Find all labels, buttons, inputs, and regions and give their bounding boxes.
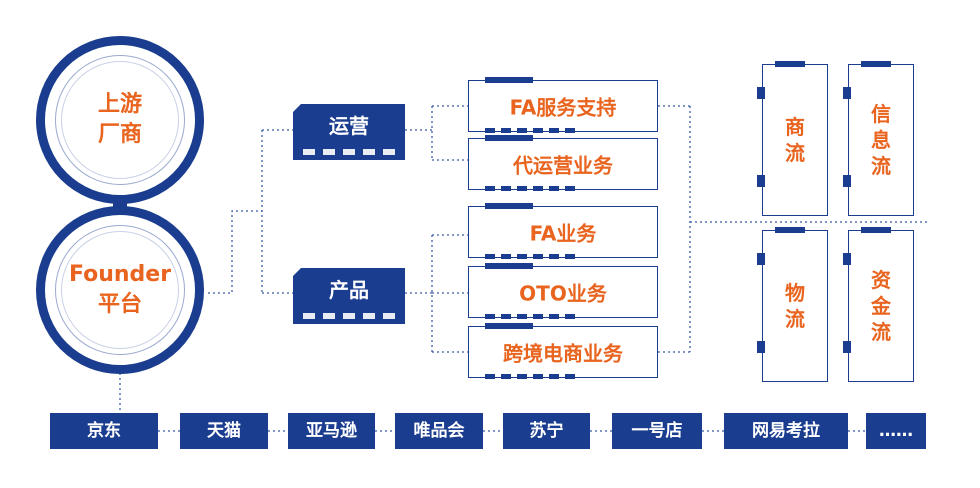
panel-dash bbox=[485, 254, 575, 259]
service-agency-ops: 代运营业务 bbox=[468, 135, 658, 191]
panel-dash bbox=[485, 314, 575, 319]
service-fa-support: FA服务支持 bbox=[468, 77, 658, 133]
flow-commerce: 商 流 bbox=[757, 61, 828, 216]
flow-topbar bbox=[775, 61, 805, 67]
service-fa-business: FA业务 bbox=[468, 203, 658, 259]
category-ops: 运营 bbox=[293, 104, 405, 160]
panel-notch bbox=[485, 203, 533, 209]
flow-notch bbox=[757, 341, 765, 353]
flow-notch bbox=[843, 253, 851, 265]
channel-amazon: 亚马逊 bbox=[288, 413, 375, 449]
circle-ring-inner bbox=[61, 231, 179, 349]
circle-ring-inner bbox=[61, 61, 179, 179]
service-cross-border: 跨境电商业务 bbox=[468, 323, 658, 379]
channel-yhd: 一号店 bbox=[612, 413, 702, 449]
flow-label: 信 息 流 bbox=[871, 102, 891, 178]
panel-notch bbox=[485, 135, 533, 141]
category-product: 产品 bbox=[293, 268, 405, 324]
flow-label: 物 流 bbox=[785, 281, 805, 331]
flow-notch bbox=[843, 175, 851, 187]
flow-capital: 资 金 流 bbox=[843, 227, 914, 382]
flow-notch bbox=[843, 87, 851, 99]
flow-topbar bbox=[775, 227, 805, 233]
panel-dash bbox=[485, 374, 575, 379]
decorative-stripe bbox=[303, 149, 399, 155]
service-oto-business: OTO业务 bbox=[468, 263, 658, 319]
flow-logistics: 物 流 bbox=[757, 227, 828, 382]
panel-notch bbox=[485, 263, 533, 269]
panel-dash bbox=[485, 128, 575, 133]
flow-notch bbox=[757, 253, 765, 265]
panel-dash bbox=[485, 186, 575, 191]
flow-notch bbox=[757, 175, 765, 187]
circle-ring bbox=[55, 225, 185, 355]
channel-kaola: 网易考拉 bbox=[724, 413, 848, 449]
panel-notch bbox=[485, 77, 533, 83]
channel-tmall: 天猫 bbox=[180, 413, 268, 449]
channel-suning: 苏宁 bbox=[503, 413, 590, 449]
channel-jd: 京东 bbox=[50, 413, 158, 449]
channel-vip: 唯品会 bbox=[395, 413, 483, 449]
channel-more: …… bbox=[866, 413, 926, 449]
founder-label: Founder 平台 bbox=[68, 262, 172, 317]
flow-label: 资 金 流 bbox=[871, 268, 891, 344]
flow-information: 信 息 流 bbox=[843, 61, 914, 216]
founder-platform-circle: Founder 平台 bbox=[36, 206, 204, 374]
flow-topbar bbox=[861, 227, 891, 233]
panel-notch bbox=[485, 323, 533, 329]
decorative-stripe bbox=[303, 313, 399, 319]
upstream-manufacturer-circle: 上游 厂商 bbox=[36, 36, 204, 204]
upstream-label: 上游 厂商 bbox=[97, 92, 142, 147]
flow-notch bbox=[843, 341, 851, 353]
circle-ring bbox=[55, 55, 185, 185]
flow-topbar bbox=[861, 61, 891, 67]
flow-label: 商 流 bbox=[785, 115, 805, 165]
flow-notch bbox=[757, 87, 765, 99]
